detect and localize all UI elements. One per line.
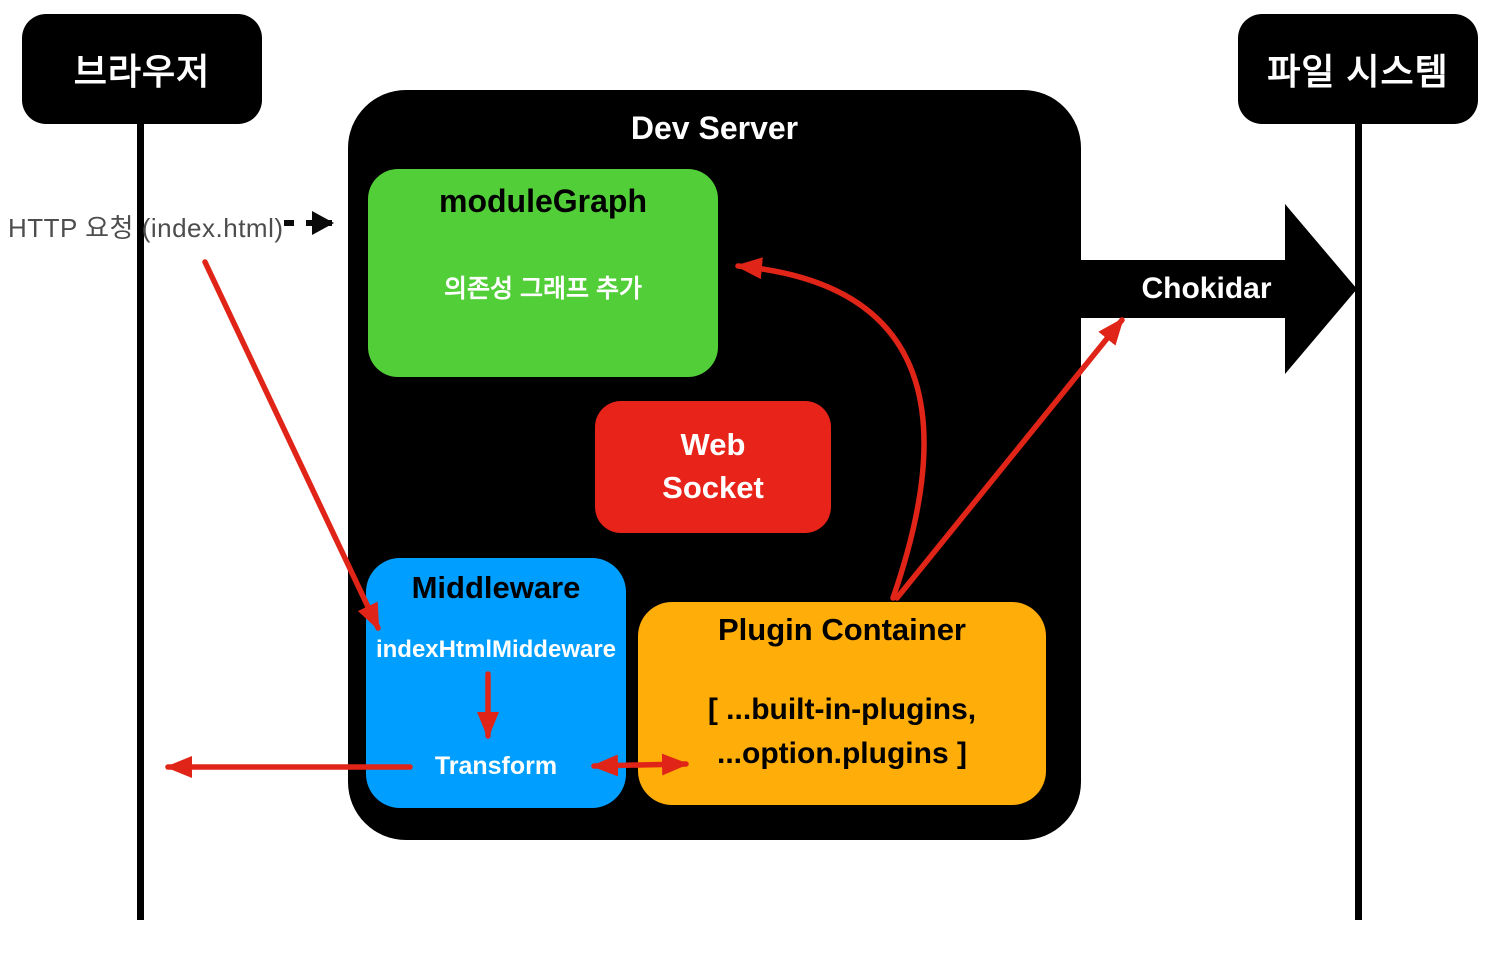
- plugin-container-plugins-line1: [ ...built-in-plugins,: [707, 693, 977, 726]
- browser-actor-box: 브라우저: [22, 14, 262, 124]
- plugin-container-plugins-list: [ ...built-in-plugins, ...option.plugins…: [638, 688, 1046, 777]
- module-graph-box: moduleGraph 의존성 그래프 추가: [368, 169, 718, 377]
- middleware-handler-label: indexHtmlMiddeware: [375, 636, 617, 663]
- browser-actor-label: 브라우저: [73, 51, 211, 92]
- http-request-label: HTTP 요청 (index.html): [8, 213, 284, 243]
- middleware-transform-label: Transform: [434, 752, 558, 780]
- browser-lifeline: [137, 124, 144, 920]
- web-socket-label-line2: Socket: [662, 470, 764, 505]
- dev-server-title: Dev Server: [630, 110, 799, 146]
- web-socket-box: Web Socket: [595, 401, 831, 533]
- file-system-actor-box: 파일 시스템: [1238, 14, 1478, 124]
- module-graph-title: moduleGraph: [438, 183, 647, 219]
- chokidar-arrow-body: [1080, 260, 1287, 318]
- plugin-container-box: Plugin Container [ ...built-in-plugins, …: [638, 602, 1046, 805]
- chokidar-label: Chokidar: [1141, 272, 1272, 305]
- chokidar-arrow-head: [1285, 204, 1357, 374]
- plugin-container-title: Plugin Container: [718, 612, 966, 647]
- web-socket-label-line1: Web: [680, 427, 746, 463]
- plugin-container-plugins-line2: ...option.plugins ]: [717, 737, 967, 771]
- file-system-lifeline: [1355, 124, 1362, 920]
- middleware-box: Middleware indexHtmlMiddeware Transform: [366, 558, 626, 808]
- file-system-actor-label: 파일 시스템: [1267, 51, 1449, 92]
- middleware-title: Middleware: [411, 570, 581, 605]
- dev-server-box: Dev Server moduleGraph 의존성 그래프 추가 Web So…: [348, 90, 1081, 840]
- module-graph-note: 의존성 그래프 추가: [444, 275, 642, 303]
